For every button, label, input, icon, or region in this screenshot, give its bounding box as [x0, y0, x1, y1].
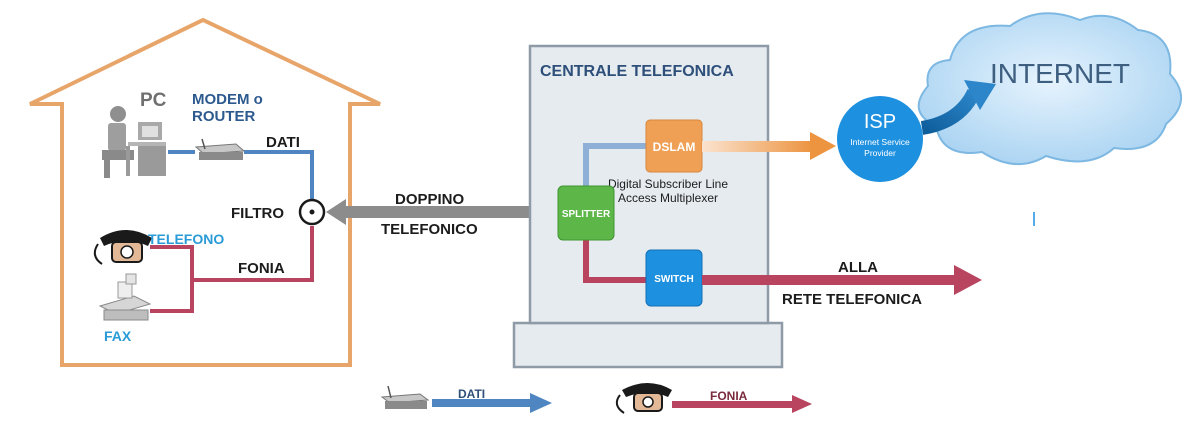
house-outline [29, 17, 381, 367]
legend-fonia-label: FONIA [710, 389, 748, 403]
network-label-line2: RETE TELEFONICA [782, 291, 922, 308]
legend-dati-label: DATI [458, 387, 485, 401]
doppino-label-line1: DOPPINO [395, 191, 465, 208]
dslam-desc-line1: Digital Subscriber Line [608, 177, 728, 191]
switch-label: SWITCH [654, 274, 693, 285]
pc-icon [102, 106, 166, 178]
exchange-title: CENTRALE TELEFONICA [540, 63, 734, 80]
doppino-label-line2: TELEFONICO [381, 221, 478, 238]
dati-label: DATI [266, 134, 300, 151]
telephone-icon [93, 230, 152, 265]
filter-icon-center [309, 209, 315, 215]
isp-node [837, 96, 923, 182]
internet-label: INTERNET [990, 58, 1130, 89]
dslam-isp-arrow [702, 132, 836, 160]
modem-label-line1: MODEM o [192, 91, 263, 108]
fax-label: FAX [104, 328, 132, 344]
isp-internet-arrow [920, 80, 996, 135]
isp-label: ISP [864, 111, 896, 133]
house-voice-trunk [192, 226, 314, 282]
fonia-label: FONIA [238, 260, 285, 277]
legend-telephone-icon [615, 383, 672, 414]
splitter-switch-line [583, 240, 648, 283]
modem-label-line2: ROUTER [192, 108, 256, 125]
fax-icon [98, 273, 152, 321]
exchange-base [512, 321, 784, 369]
telefono-label: TELEFONO [148, 231, 224, 247]
switch-network-arrow [702, 265, 982, 295]
splitter-dslam-line [583, 143, 648, 188]
pc-label: PC [140, 90, 167, 111]
dslam-label: DSLAM [653, 140, 696, 154]
splitter-label: SPLITTER [562, 209, 611, 220]
splitter-box [557, 185, 615, 241]
filtro-label: FILTRO [231, 205, 284, 222]
isp-desc-line1: Internet Service [850, 137, 910, 147]
dslam-desc-line2: Access Multiplexer [618, 191, 718, 205]
legend-dati [380, 385, 552, 413]
isp-desc-line2: Provider [864, 148, 896, 158]
legend-modem-icon [380, 385, 430, 409]
network-label-line1: ALLA [838, 259, 878, 276]
legend-fonia [615, 383, 812, 414]
house-data-line [244, 150, 314, 200]
